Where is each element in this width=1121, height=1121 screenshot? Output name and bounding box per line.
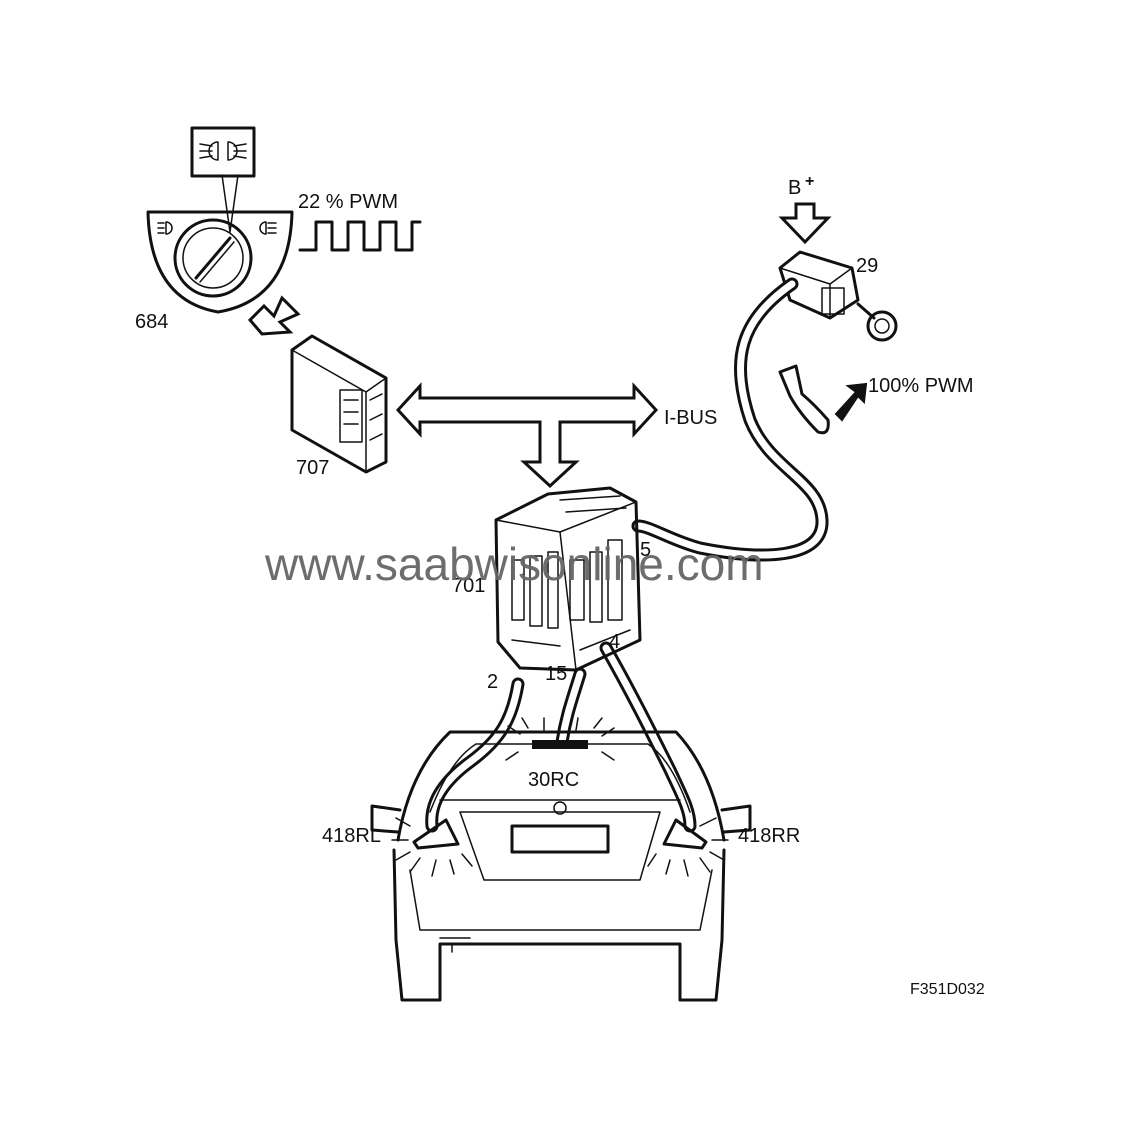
label-30rc: 30RC [528,769,579,791]
i-bus-arrow-icon [395,382,659,489]
fog-light-front-icon [157,221,173,235]
watermark: www.saabwisonline.com [264,538,764,590]
tail-lamp-left-icon [412,818,460,850]
lamp-rays [391,717,729,877]
figure-code: F351D032 [910,981,985,998]
label-pwm-22: 22 % PWM [298,191,398,213]
label-418rl: 418RL [322,825,381,847]
pwm-waveform-icon [298,220,422,252]
car-rear-view [370,730,752,1002]
label-i-bus: I-BUS [664,407,717,429]
label-pin-15: 15 [545,663,567,685]
parking-light-icon [199,141,247,161]
control-module-707 [290,334,388,474]
brake-pedal-icon [778,364,830,435]
label-b-plus: B [788,177,801,199]
b-plus-arrow-icon [778,202,832,245]
label-701: 701 [452,575,485,597]
center-brake-lamp-icon [532,740,588,749]
label-pwm-100: 100% PWM [868,375,974,397]
central-module-701 [494,486,642,672]
label-pin-5: 5 [640,539,651,561]
label-707: 707 [296,457,329,479]
brake-pedal-arrow-icon [834,382,868,422]
fog-light-rear-icon [259,221,277,235]
brake-light-switch-29 [778,250,898,342]
label-pin-2: 2 [487,671,498,693]
light-switch-684 [146,126,294,314]
label-29: 29 [856,255,878,277]
tail-lamp-right-icon [662,818,708,850]
label-b-plus-sup: + [805,173,814,190]
label-pin-4: 4 [609,631,620,653]
label-418rr: 418RR [738,825,800,847]
signal-arrow-icon [247,295,301,336]
label-684: 684 [135,311,168,333]
